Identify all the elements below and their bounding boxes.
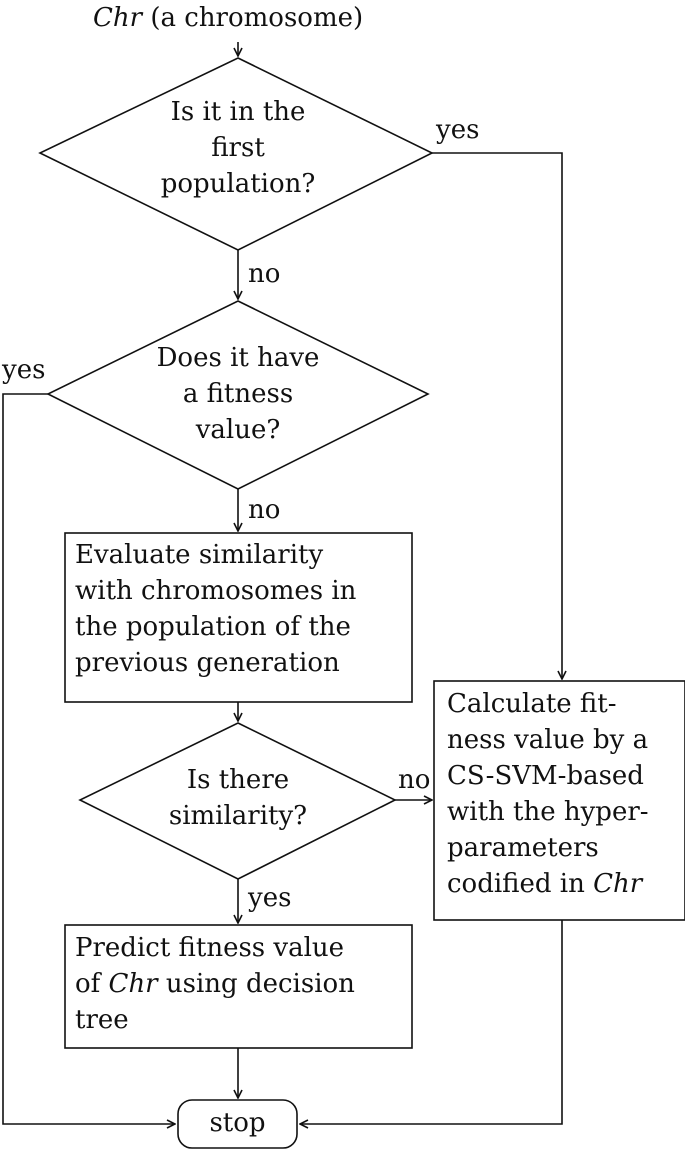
edge-label-fitness-no: no xyxy=(248,495,281,525)
decision-is-similarity-text: Is there similarity? xyxy=(128,762,348,834)
process-calculate-last-prefix: codified in xyxy=(447,869,594,899)
decision-is-there-similarity xyxy=(78,722,397,880)
decision-first-population-line: Is it in the xyxy=(170,97,306,127)
decision-is-similarity-line: similarity? xyxy=(168,801,308,831)
decision-has-fitness-line: Does it have xyxy=(156,343,320,373)
decision-has-fitness-line: a fitness xyxy=(182,379,294,409)
process-evaluate-line: previous generation xyxy=(75,648,340,678)
process-predict-fitness xyxy=(64,924,413,1049)
edge-label-similarity-no: no xyxy=(398,765,431,795)
terminal-stop-text: stop xyxy=(178,1105,297,1141)
process-predict-line: tree xyxy=(75,1005,129,1035)
process-calculate-line: CS-SVM-based xyxy=(447,761,644,791)
edge-calculate-to-stop xyxy=(300,920,563,1124)
process-predict-chr: Chr xyxy=(108,969,158,999)
process-calculate-line: with the hyper- xyxy=(447,797,649,827)
process-calculate-line: Calculate fit- xyxy=(447,689,617,719)
decision-first-population-line: population? xyxy=(160,169,316,199)
process-calculate-line: parameters xyxy=(447,833,599,863)
process-predict-of: of xyxy=(75,969,109,999)
start-label: Chr (a chromosome) xyxy=(93,0,363,36)
process-evaluate-line: Evaluate similarity xyxy=(75,540,324,570)
decision-has-fitness-value xyxy=(46,300,430,490)
start-rest: (a chromosome) xyxy=(142,3,364,33)
process-predict-line-2: of Chr using decision xyxy=(75,966,410,1002)
process-calculate-chr: Chr xyxy=(593,869,643,899)
process-evaluate-similarity-text: Evaluate similarity with chromosomes in … xyxy=(75,537,410,681)
terminal-stop-label: stop xyxy=(209,1108,266,1138)
process-predict-fitness-text: Predict fitness value of Chr using decis… xyxy=(75,930,410,1038)
decision-is-similarity-line: Is there xyxy=(186,765,290,795)
process-calculate-fitness-text: Calculate fit- ness value by a CS-SVM-ba… xyxy=(447,686,683,902)
decision-has-fitness-text: Does it have a fitness value? xyxy=(118,340,358,448)
process-calculate-line-last: codified in Chr xyxy=(447,866,683,902)
decision-first-population-line: first xyxy=(211,133,265,163)
process-calculate-fitness xyxy=(433,680,685,921)
start-chr: Chr xyxy=(93,3,143,33)
edge-label-first-no: no xyxy=(248,259,281,289)
edge-has-fitness-yes xyxy=(2,393,175,1124)
edge-label-similarity-yes: yes xyxy=(248,883,292,913)
process-predict-line: Predict fitness value xyxy=(75,933,345,963)
process-predict-line2-rest: using decision xyxy=(157,969,355,999)
decision-first-population xyxy=(38,57,434,251)
process-evaluate-line: the population of the xyxy=(75,612,351,642)
decision-has-fitness-line: value? xyxy=(195,415,281,445)
decision-first-population-text: Is it in the first population? xyxy=(118,94,358,202)
process-evaluate-line: with chromosomes in xyxy=(75,576,357,606)
process-evaluate-similarity xyxy=(64,532,413,703)
edge-first-population-yes xyxy=(432,152,562,679)
edge-label-fitness-yes: yes xyxy=(2,355,46,385)
process-calculate-line: ness value by a xyxy=(447,725,649,755)
terminal-stop xyxy=(177,1099,298,1149)
edge-label-first-yes: yes xyxy=(436,115,480,145)
